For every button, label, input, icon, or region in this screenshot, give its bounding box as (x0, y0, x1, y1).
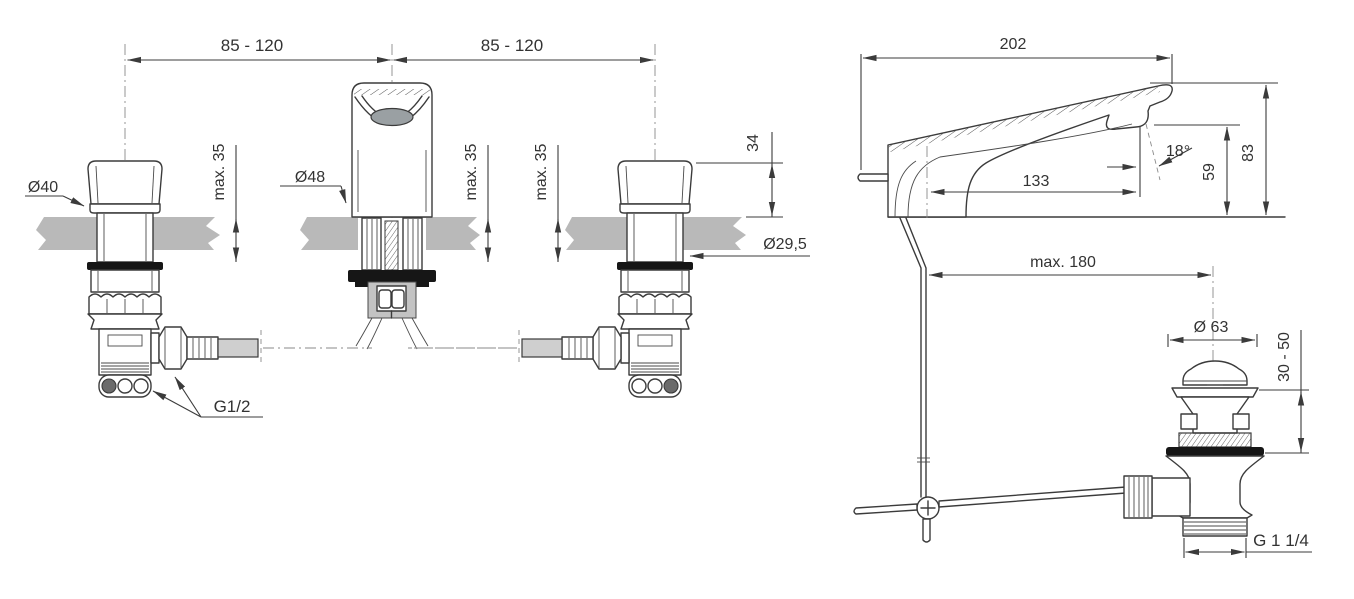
rod-reach-label: max. 180 (1030, 254, 1096, 271)
dim-deck-max-right: max. 35 (533, 143, 562, 262)
pop-up-rod-linkage (853, 217, 1127, 543)
deck-max-center-label: max. 35 (463, 143, 480, 200)
stud-nut (391, 289, 405, 309)
waste-lug (1232, 413, 1250, 430)
dim-spacing-left: 85 - 120 (127, 36, 391, 64)
lever-handle (857, 173, 889, 182)
stream-direction-line (1145, 123, 1161, 181)
valve-thread-label: G1/2 (214, 397, 251, 416)
dim-outlet-height: 59 (1154, 124, 1240, 216)
shank-diameter-label: Ø29,5 (763, 236, 807, 253)
waste-flange (1171, 387, 1259, 398)
spout-diameter-label: Ø48 (295, 169, 325, 186)
spout-top-hatch (888, 86, 1160, 152)
threaded-stud (384, 220, 399, 271)
outlet-reach-label: 133 (1023, 173, 1050, 190)
joint-bottom-stub (922, 518, 931, 543)
handle-height-label: 34 (745, 134, 762, 152)
dim-spout-reach-total: 202 (860, 36, 1173, 170)
dim-rod-reach: max. 180 (928, 254, 1212, 279)
joint-left-stub (853, 503, 918, 515)
dim-waste-thread: G 1 1/4 (1183, 531, 1312, 558)
spout-shank-right (402, 217, 423, 271)
dim-deck-max-center: max. 35 (463, 143, 492, 262)
waste-inlet-socket (1151, 477, 1191, 517)
deck-max-right-label: max. 35 (533, 143, 550, 200)
pull-rod (899, 217, 922, 498)
center-spout-front (263, 44, 519, 350)
dim-waste-deck-range: 30 - 50 (1259, 330, 1309, 454)
spout-reach-total-label: 202 (1000, 36, 1027, 53)
spout-shank-left (361, 217, 382, 271)
dim-outlet-reach: 133 (930, 173, 1137, 196)
waste-thread-collar (1178, 432, 1252, 448)
spout-body (351, 82, 433, 218)
deck-max-left-label: max. 35 (211, 143, 228, 200)
outlet-height-label: 59 (1201, 163, 1218, 181)
spout-profile (887, 84, 1173, 218)
dim-outlet-angle: 18° (1107, 123, 1193, 197)
mounting-deck (36, 217, 746, 250)
spout-side-body (857, 84, 1173, 218)
waste-deck-range-label: 30 - 50 (1276, 332, 1293, 382)
waste-thread-label: G 1 1/4 (1253, 531, 1309, 550)
flange-diameter-label: Ø 63 (1194, 319, 1229, 336)
spout-mouth (370, 107, 414, 127)
dim-spout-diameter: Ø48 (280, 169, 347, 204)
waste-tailpipe (1182, 517, 1248, 537)
waste-plug-cap (1182, 360, 1248, 386)
dim-handle-diameter: Ø40 (25, 179, 85, 207)
dim-spacing-left-label: 85 - 120 (221, 36, 283, 55)
waste-gasket (1166, 447, 1264, 456)
dim-spout-height: 83 (1150, 82, 1278, 216)
spout-gasket (348, 270, 436, 282)
dim-spacing-right-label: 85 - 120 (481, 36, 543, 55)
pop-up-waste (1123, 266, 1265, 537)
dim-deck-max-left: max. 35 (211, 143, 240, 262)
dim-shank-diameter: Ø29,5 (689, 236, 810, 260)
spout-top-hatch (354, 89, 430, 95)
handle-diameter-label: Ø40 (28, 179, 58, 196)
side-view: 202 83 59 18° 133 ma (853, 36, 1312, 558)
waste-lug (1180, 413, 1198, 430)
dim-handle-height: 34 (696, 132, 783, 218)
outlet-angle-label: 18° (1166, 143, 1190, 160)
actuating-rod (938, 486, 1127, 508)
stud-nut (378, 289, 392, 309)
dim-flange-diameter: Ø 63 (1167, 319, 1258, 347)
dim-spacing-right: 85 - 120 (393, 36, 654, 64)
front-view: 85 - 120 85 - 120 Ø40 Ø48 max. 35 (25, 36, 810, 418)
spout-height-label: 83 (1240, 144, 1257, 162)
dim-valve-thread: G1/2 (152, 376, 263, 418)
